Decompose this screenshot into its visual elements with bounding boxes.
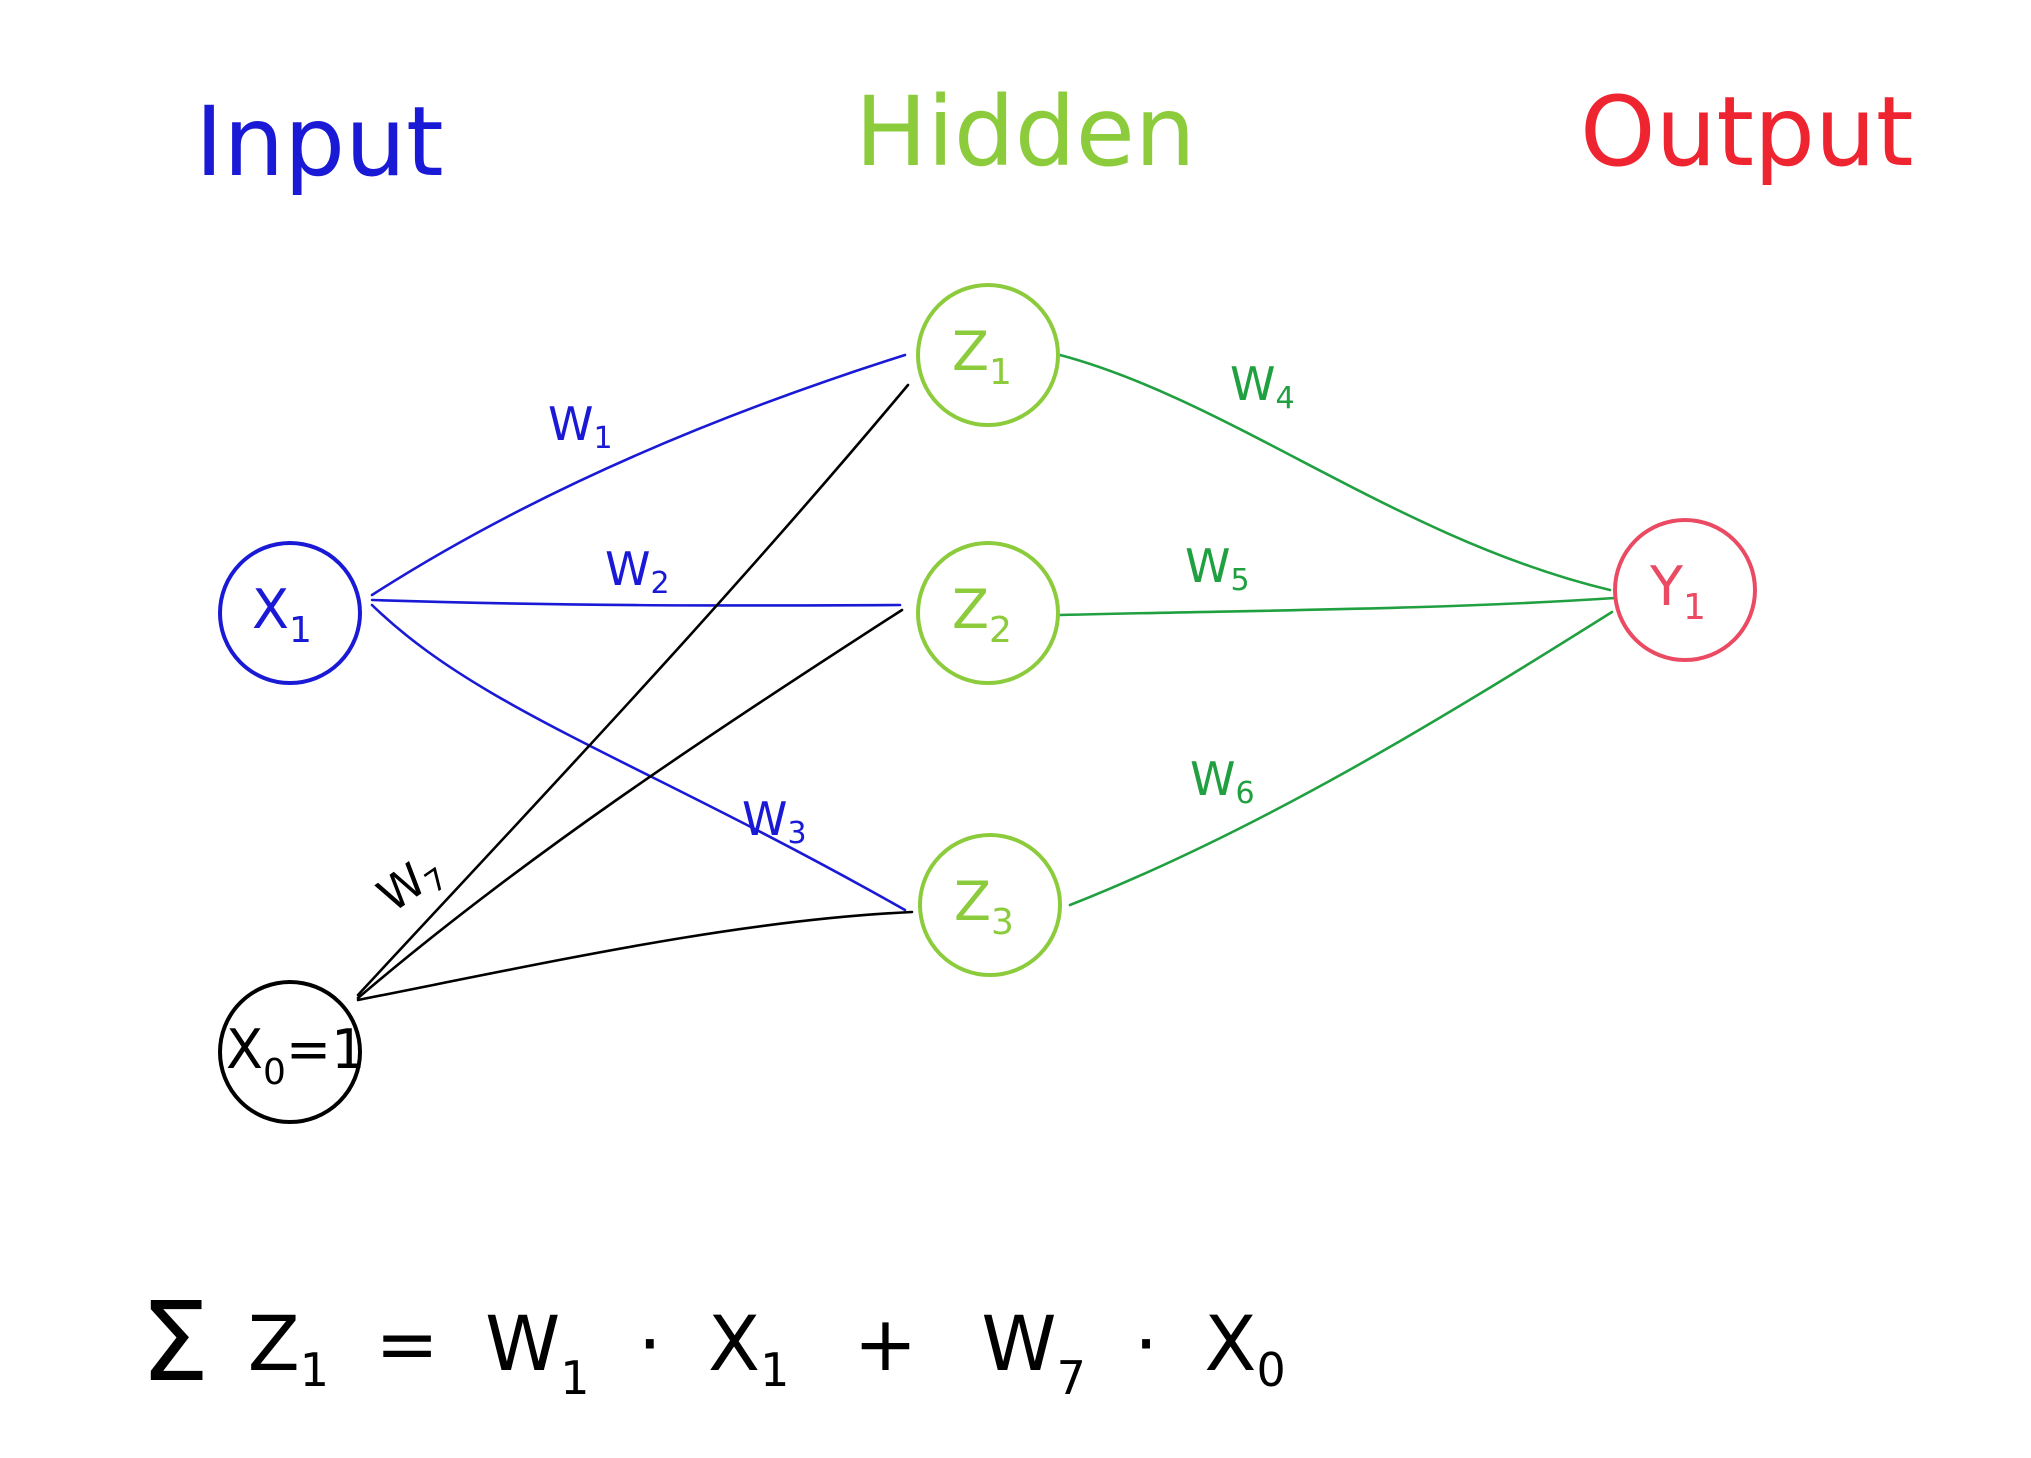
node-y1-label: Y1 bbox=[1649, 555, 1706, 628]
node-z2-label: Z2 bbox=[952, 578, 1012, 651]
node-y1: Y1 bbox=[1613, 518, 1757, 662]
edge-x0-z3 bbox=[356, 910, 914, 1002]
node-x1: X1 bbox=[218, 541, 362, 685]
node-x0-label: X0=1 bbox=[226, 1018, 366, 1093]
layer-title-output: Output bbox=[1580, 76, 1913, 188]
weight-label-w2: W2 bbox=[605, 542, 670, 601]
node-z2-ring bbox=[916, 541, 1060, 685]
weight-label-w5: W5 bbox=[1185, 539, 1250, 598]
edge-z3-y1 bbox=[1068, 610, 1614, 907]
layer-title-hidden: Hidden bbox=[855, 76, 1196, 188]
node-x0-ring bbox=[218, 980, 362, 1124]
node-z1: Z1 bbox=[916, 283, 1060, 427]
input-edges bbox=[370, 353, 907, 912]
node-z3-label: Z3 bbox=[954, 870, 1014, 943]
weight-label-w1: W1 bbox=[548, 397, 613, 456]
node-z3: Z3 bbox=[918, 833, 1062, 977]
node-x1-ring bbox=[218, 541, 362, 685]
node-z2: Z2 bbox=[916, 541, 1060, 685]
node-y1-ring bbox=[1613, 518, 1757, 662]
edge-x1-z1 bbox=[370, 353, 907, 597]
weight-label-w3: W3 bbox=[742, 792, 807, 851]
hidden-edges bbox=[1058, 353, 1617, 907]
bias-edges bbox=[356, 383, 914, 1002]
weight-label-w4: W4 bbox=[1230, 357, 1295, 416]
edge-z1-y1 bbox=[1058, 353, 1612, 592]
edge-x1-z2 bbox=[370, 598, 902, 607]
node-z3-ring bbox=[918, 833, 1062, 977]
node-z1-ring bbox=[916, 283, 1060, 427]
node-x0: X0=1 bbox=[218, 980, 366, 1124]
edge-z2-y1 bbox=[1058, 596, 1617, 617]
edge-x1-z3 bbox=[370, 603, 907, 912]
formula-lhs: Z bbox=[248, 1299, 300, 1388]
edge-x0-z1 bbox=[356, 383, 910, 997]
weight-label-w7: W7 bbox=[368, 841, 455, 926]
weight-label-w6: W6 bbox=[1190, 752, 1255, 811]
formula: Σ Z1 = W1 · X1 + W7 · X0 bbox=[140, 1278, 1286, 1412]
layer-title-input: Input bbox=[195, 86, 444, 198]
formula-sigma: Σ bbox=[140, 1278, 210, 1406]
node-z1-label: Z1 bbox=[952, 320, 1012, 393]
edge-x0-z2 bbox=[356, 608, 904, 1000]
node-x1-label: X1 bbox=[252, 578, 312, 651]
